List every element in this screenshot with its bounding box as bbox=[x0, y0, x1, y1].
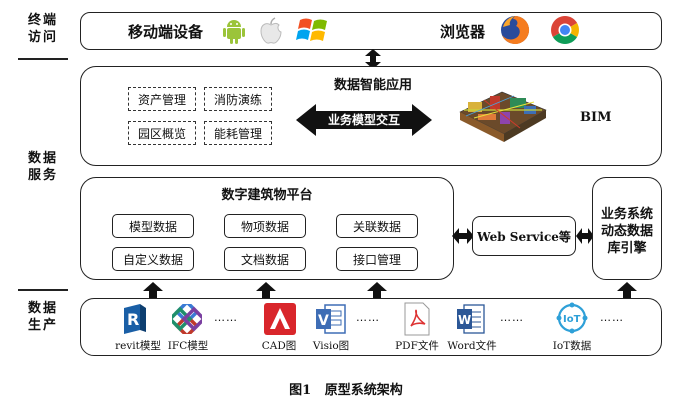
module-fire-drill[interactable]: 消防演练 bbox=[204, 87, 272, 111]
module-energy-management[interactable]: 能耗管理 bbox=[204, 121, 272, 145]
source-label-pdf: PDF文件 bbox=[395, 340, 439, 352]
module-park-overview[interactable]: 园区概览 bbox=[128, 121, 196, 145]
up-arrow-model-data bbox=[143, 282, 163, 300]
exchange-label: 业务模型交互 bbox=[327, 113, 400, 127]
svg-text:W: W bbox=[458, 313, 471, 327]
bim-label: BIM bbox=[580, 110, 612, 125]
web-service-box[interactable]: Web Service等 bbox=[472, 216, 576, 256]
word-icon: W bbox=[457, 304, 485, 334]
ellipsis-1: …… bbox=[214, 311, 238, 324]
android-icon bbox=[223, 20, 245, 44]
source-label-revit: revit模型 bbox=[115, 340, 161, 352]
side-label-terminal-line2: 访问 bbox=[28, 30, 59, 45]
horizontal-double-arrow-webservice-engine bbox=[576, 228, 594, 244]
figure-caption: 图1 原型系统架构 bbox=[0, 379, 692, 398]
up-arrow-interface-management bbox=[367, 282, 387, 300]
apple-icon bbox=[260, 17, 282, 44]
vertical-double-arrow-top bbox=[365, 49, 381, 69]
side-label-data-production-line1: 数据 bbox=[28, 301, 59, 316]
cell-custom-data[interactable]: 自定义数据 bbox=[112, 247, 194, 271]
divider-terminal bbox=[18, 58, 68, 60]
iot-icon: IoT bbox=[556, 302, 588, 334]
engine-label-line1: 业务系统 bbox=[600, 207, 653, 222]
ifc-icon bbox=[172, 304, 202, 334]
firefox-icon bbox=[501, 15, 530, 44]
source-label-iot: IoT数据 bbox=[552, 340, 592, 352]
source-label-visio: Visio图 bbox=[312, 340, 350, 352]
side-label-data-service-line1: 数据 bbox=[28, 151, 59, 166]
svg-text:IoT: IoT bbox=[563, 314, 581, 325]
dynamic-db-engine-panel[interactable] bbox=[592, 177, 662, 280]
bim-model-image bbox=[459, 91, 547, 142]
smart-app-title: 数据智能应用 bbox=[333, 78, 412, 93]
chrome-icon bbox=[551, 16, 579, 44]
horizontal-double-arrow-platform-webservice bbox=[452, 228, 474, 244]
ellipsis-4: …… bbox=[600, 311, 624, 324]
horizontal-double-arrow-exchange bbox=[296, 104, 432, 136]
side-label-data-service: 数据 服务 bbox=[28, 150, 62, 184]
engine-label: 业务系统 动态数据 库引擎 bbox=[596, 206, 658, 257]
autocad-icon bbox=[264, 303, 296, 335]
cell-document-data[interactable]: 文档数据 bbox=[224, 247, 306, 271]
side-label-data-service-line2: 服务 bbox=[28, 168, 59, 183]
svg-text:V: V bbox=[318, 313, 329, 329]
ellipsis-3: …… bbox=[500, 311, 524, 324]
cell-interface-management[interactable]: 接口管理 bbox=[336, 247, 418, 271]
engine-label-line2: 动态数据 bbox=[600, 224, 653, 239]
windows-icon bbox=[296, 18, 327, 41]
side-label-terminal-line1: 终端 bbox=[28, 13, 59, 28]
cell-model-data[interactable]: 模型数据 bbox=[112, 214, 194, 238]
mobile-devices-label: 移动端设备 bbox=[128, 23, 204, 41]
source-label-cad: CAD图 bbox=[261, 340, 297, 352]
platform-title: 数字建筑物平台 bbox=[221, 188, 313, 203]
side-label-data-production-line2: 生产 bbox=[28, 318, 59, 333]
source-label-ifc: IFC模型 bbox=[167, 340, 209, 352]
svg-text:R: R bbox=[127, 310, 139, 329]
cell-item-data[interactable]: 物项数据 bbox=[224, 214, 306, 238]
up-arrow-document-data bbox=[256, 282, 276, 300]
side-label-terminal: 终端 访问 bbox=[28, 12, 62, 46]
module-asset-management[interactable]: 资产管理 bbox=[128, 87, 196, 111]
divider-data-service bbox=[18, 289, 68, 291]
side-label-data-production: 数据 生产 bbox=[28, 300, 62, 334]
engine-label-line3: 库引擎 bbox=[607, 241, 647, 256]
up-arrow-engine bbox=[617, 282, 637, 300]
cell-relation-data[interactable]: 关联数据 bbox=[336, 214, 418, 238]
source-label-word: Word文件 bbox=[447, 340, 497, 352]
revit-icon: R bbox=[124, 304, 146, 334]
pdf-icon bbox=[404, 302, 430, 336]
figure-title: 原型系统架构 bbox=[324, 383, 403, 398]
visio-icon: V bbox=[316, 304, 346, 334]
ellipsis-2: …… bbox=[356, 311, 380, 324]
browser-label: 浏览器 bbox=[440, 23, 486, 41]
figure-number: 图1 bbox=[289, 383, 312, 398]
